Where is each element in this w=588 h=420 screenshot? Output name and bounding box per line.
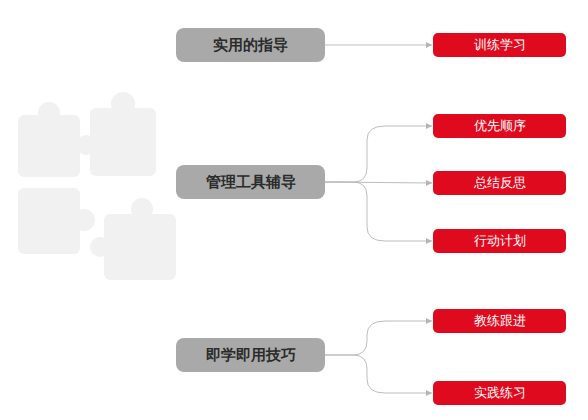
box-label: 优先顺序 <box>474 117 526 135</box>
box-label: 实用的指导 <box>213 36 288 55</box>
box-label: 总结反思 <box>474 174 526 192</box>
item-box: 行动计划 <box>433 229 566 253</box>
category-box: 管理工具辅导 <box>176 165 325 199</box>
connector <box>325 182 432 241</box>
item-box: 实践练习 <box>433 381 566 405</box>
item-box: 训练学习 <box>433 33 566 57</box>
connector <box>325 45 432 46</box>
puzzle-pieces <box>18 92 176 280</box>
item-box: 优先顺序 <box>433 114 566 138</box>
item-box: 教练跟进 <box>433 309 566 333</box>
box-label: 训练学习 <box>474 36 526 54</box>
connector <box>325 355 432 393</box>
box-label: 实践练习 <box>474 384 526 402</box>
category-box: 即学即用技巧 <box>176 338 325 372</box>
box-label: 教练跟进 <box>474 312 526 330</box>
connector <box>325 126 432 182</box>
item-box: 总结反思 <box>433 171 566 195</box>
connector <box>325 321 432 355</box>
category-box: 实用的指导 <box>176 28 325 62</box>
box-label: 即学即用技巧 <box>206 346 296 365</box>
box-label: 行动计划 <box>474 232 526 250</box>
box-label: 管理工具辅导 <box>206 173 296 192</box>
